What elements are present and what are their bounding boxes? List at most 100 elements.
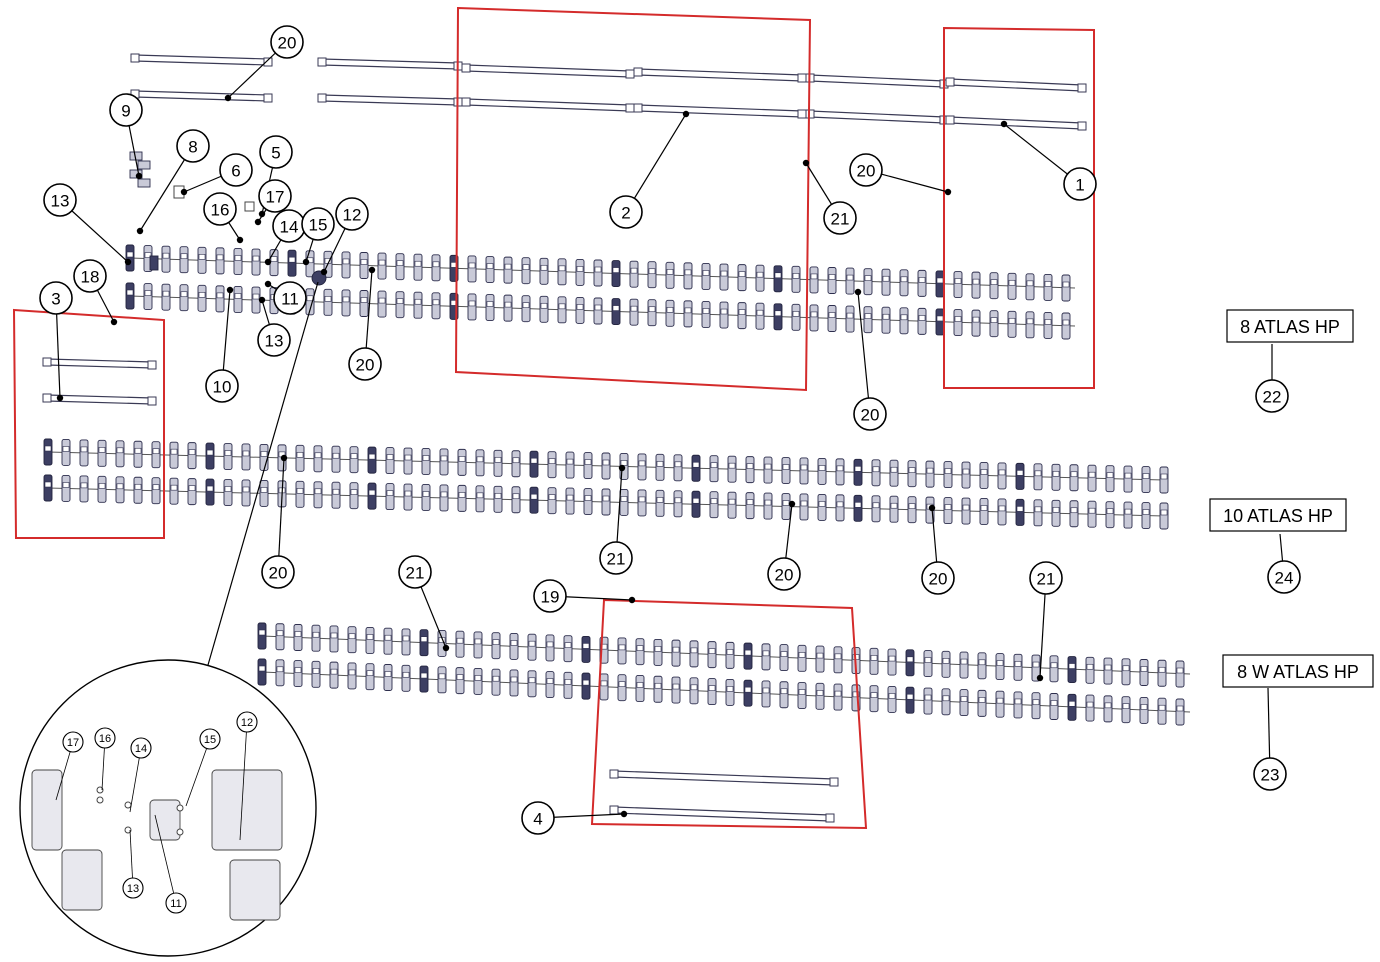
callout-24: 24 (1267, 560, 1301, 594)
disc (905, 649, 915, 677)
disc (989, 272, 999, 300)
callout-20: 20 (849, 153, 883, 187)
disc (527, 670, 537, 698)
detail-callout-12: 12 (236, 711, 258, 733)
disc (655, 489, 665, 517)
disc-slot (990, 317, 998, 323)
disc (97, 475, 107, 503)
disc-slot (456, 674, 464, 680)
shaft (317, 93, 463, 107)
disc-slot (368, 453, 376, 460)
disc (421, 448, 431, 475)
disc-slot (924, 657, 932, 663)
disc-slot (152, 448, 160, 455)
disc (745, 456, 755, 484)
detail-callout-circle (236, 711, 258, 733)
disc (1067, 693, 1077, 721)
disc-slot (636, 682, 644, 688)
detail-leader-line (154, 814, 177, 904)
callout-number: 16 (211, 201, 230, 220)
disc (115, 440, 125, 468)
disc-slot (612, 267, 620, 273)
disc-slot (62, 446, 70, 452)
disc-slot (756, 309, 764, 316)
shaft (609, 769, 839, 787)
callout-number: 21 (607, 550, 626, 569)
disc-slot (98, 483, 106, 489)
disc-slot (654, 646, 662, 652)
disc (259, 479, 269, 507)
disc-slot (764, 463, 772, 470)
disc-slot (494, 456, 502, 463)
disc (773, 303, 783, 331)
shaft (805, 73, 949, 89)
callout-9: 9 (109, 93, 143, 127)
disc-slot (602, 459, 610, 466)
disc-slot (332, 452, 340, 459)
disc (331, 481, 341, 509)
disc-slot (836, 501, 844, 508)
disc-slot (242, 450, 250, 457)
disc (647, 299, 657, 327)
disc-slot (738, 271, 746, 277)
disc-slot (864, 313, 872, 319)
disc (745, 492, 755, 520)
disc-slot (342, 258, 350, 265)
disc (1013, 653, 1023, 681)
disc (403, 483, 413, 511)
disc (341, 289, 351, 317)
callout-13: 13 (257, 323, 291, 357)
disc-slot (1142, 509, 1150, 515)
disc-slot (1176, 705, 1184, 712)
disc-slot (852, 691, 860, 698)
callout-circle (257, 323, 291, 357)
disc-slot (600, 680, 608, 687)
disc (1043, 311, 1053, 339)
disc (601, 488, 611, 516)
disc-slot (990, 279, 998, 285)
disc-slot (80, 446, 88, 453)
disc (61, 439, 71, 466)
disc-slot (420, 636, 428, 643)
disc-slot (414, 298, 422, 305)
detail-fastener (124, 826, 132, 834)
disc-slot (674, 461, 682, 468)
disc (997, 462, 1007, 490)
disc (665, 261, 675, 289)
callout-number: 15 (309, 216, 328, 235)
disc (907, 496, 917, 524)
disc (491, 668, 501, 696)
disc-slot (216, 254, 224, 261)
disc (359, 290, 369, 317)
disc (187, 442, 197, 470)
disc-slot (530, 493, 538, 500)
disc (599, 673, 609, 701)
disc (349, 482, 359, 510)
shaft-body (809, 74, 945, 88)
leader-dot (254, 218, 262, 226)
disc-slot (296, 488, 304, 494)
callout-number: 12 (343, 206, 362, 225)
disc-slot (306, 295, 314, 302)
callout-number: 21 (1037, 570, 1056, 589)
disc (503, 294, 513, 322)
detail-component (149, 799, 181, 841)
detail-callout-17: 17 (62, 731, 84, 753)
callout-10: 10 (205, 369, 239, 403)
detail-callout-number: 16 (99, 733, 111, 745)
disc-slot (402, 671, 410, 678)
leader-dot (802, 159, 810, 167)
disc-slot (162, 252, 170, 259)
disc (673, 490, 683, 518)
callout-circle (849, 153, 883, 187)
shaft-body (465, 98, 631, 112)
disc-slot (684, 307, 692, 314)
disc-slot (368, 489, 376, 496)
disc-slot (458, 492, 466, 498)
disc-slot (330, 668, 338, 675)
disc-slot (584, 459, 592, 465)
disc-slot (792, 273, 800, 279)
disc (617, 674, 627, 702)
detail-callout-15: 15 (199, 728, 221, 750)
